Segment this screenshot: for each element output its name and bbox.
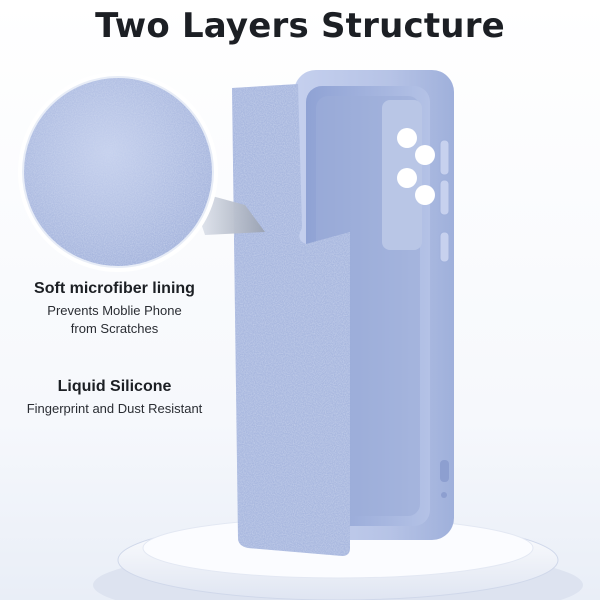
feature-heading: Liquid Silicone: [57, 378, 172, 395]
texture-zoom-circle: [18, 72, 218, 272]
podium: [93, 517, 583, 600]
page-title: Two Layers Structure: [95, 6, 505, 46]
feature-line: from Scratches: [70, 321, 159, 336]
feature-heading: Soft microfiber lining: [34, 280, 195, 297]
microfiber-lining: [232, 84, 350, 556]
feature-line: Fingerprint and Dust Resistant: [26, 401, 203, 416]
feature-silicone: Liquid Silicone Fingerprint and Dust Res…: [12, 378, 217, 418]
feature-line: Prevents Moblie Phone: [47, 303, 182, 318]
feature-microfiber: Soft microfiber lining Prevents Moblie P…: [12, 280, 217, 338]
